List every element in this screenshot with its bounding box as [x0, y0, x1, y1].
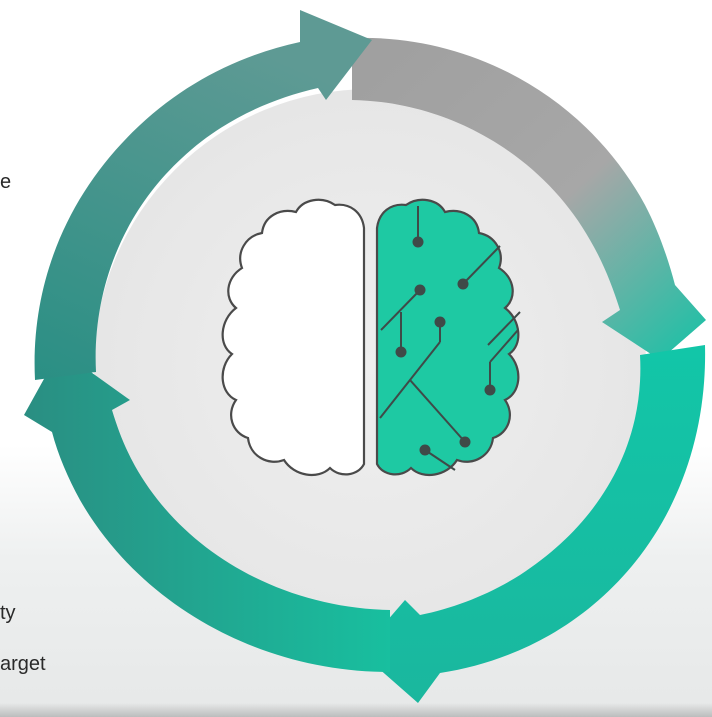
cycle-ring — [24, 10, 706, 703]
cropped-label-middle: ty — [0, 602, 16, 624]
brain-circuit-icon — [221, 198, 521, 477]
inner-disc — [94, 89, 646, 641]
arrow-segment-left — [34, 10, 373, 380]
arrow-segment-bottom — [24, 350, 390, 672]
cropped-label-bottom: arget — [0, 653, 46, 675]
arrow-segment-right — [360, 345, 706, 703]
cropped-label-top: e — [0, 171, 12, 193]
circuit-nodes — [395, 236, 496, 456]
brain-left-hemisphere — [221, 198, 366, 477]
bottom-shadow — [0, 703, 712, 717]
arrow-segment-top — [352, 37, 706, 361]
